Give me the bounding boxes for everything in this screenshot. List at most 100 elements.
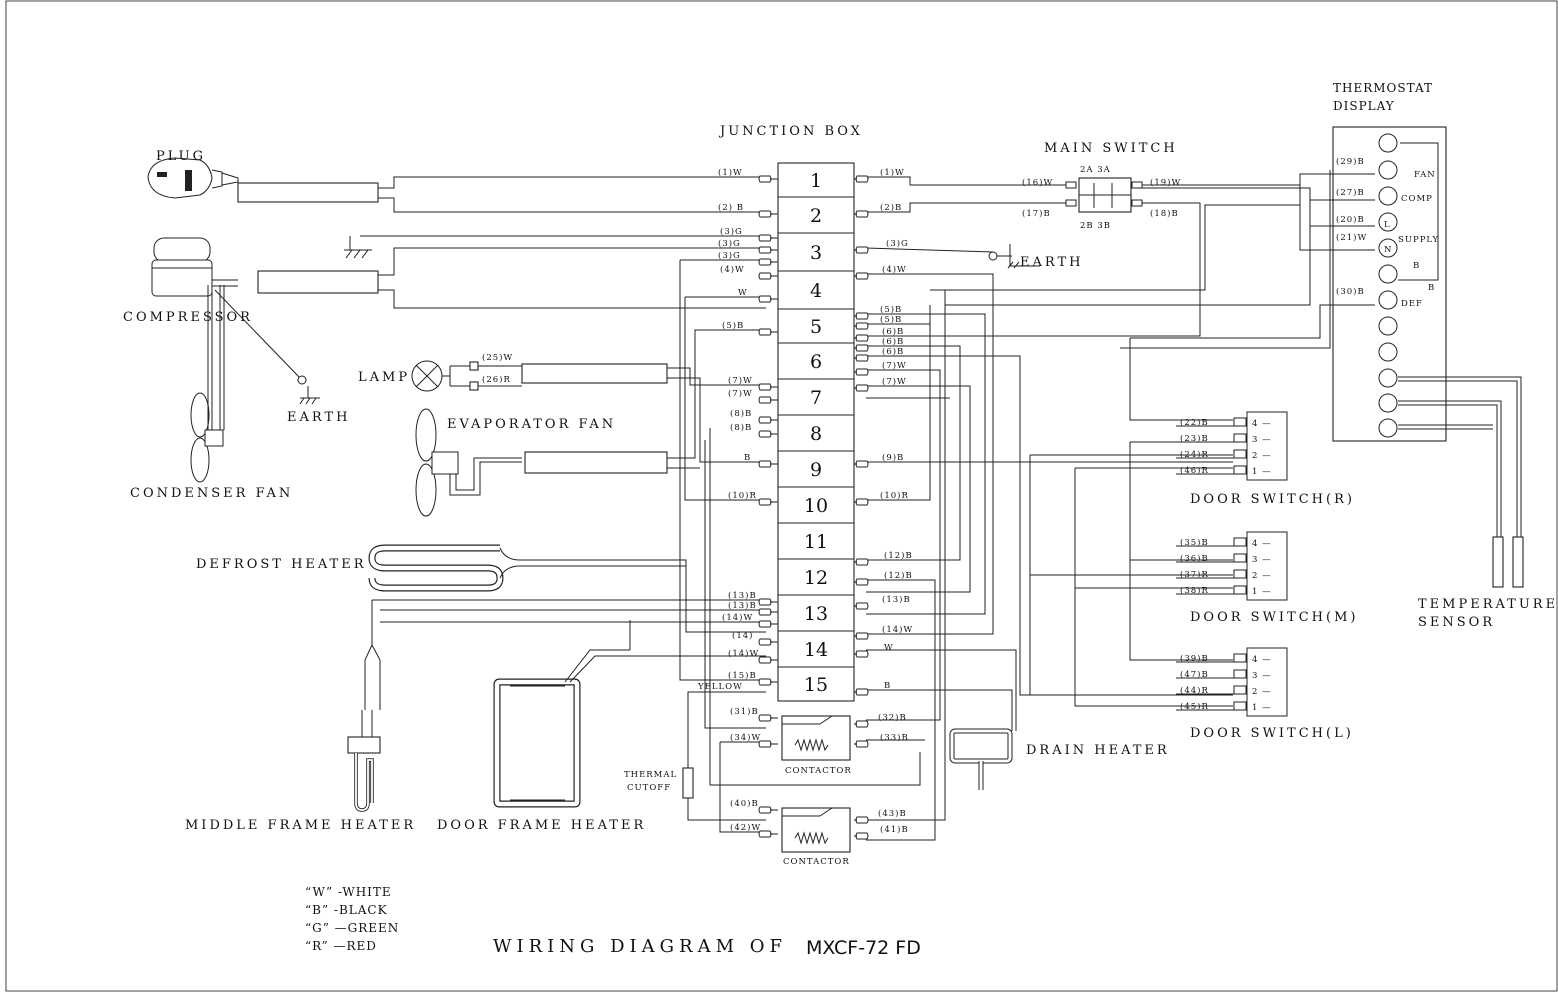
- right-wire-label: (43)B: [878, 808, 907, 819]
- wire-connector: [758, 210, 778, 218]
- right-wire-label: (6)B: [882, 346, 904, 357]
- wire-connector: [854, 322, 869, 330]
- wire-connector: [758, 396, 778, 404]
- wire-connector: [758, 678, 778, 686]
- diagram-model: MXCF-72 FD: [806, 937, 921, 959]
- middle-frame-heater-label: MIDDLE FRAME HEATER: [185, 818, 416, 833]
- door-switch-pin: 4 —: [1252, 655, 1272, 665]
- wire-connector: [854, 688, 869, 696]
- wire-connector: [854, 816, 869, 824]
- thermostat-wire-label: (30)B: [1336, 286, 1365, 297]
- door-switch-pin: 3 —: [1252, 671, 1272, 681]
- condenser-fan: CONDENSER FAN: [130, 285, 293, 501]
- earth-right: EARTH: [988, 244, 1080, 270]
- wire-connector: [854, 498, 869, 506]
- ground-symbol: [344, 236, 372, 259]
- wire-connector: [758, 430, 778, 438]
- left-wire-label: (3)G: [718, 238, 741, 249]
- thermostat-terminal: [1378, 393, 1398, 413]
- junction-box-label: JUNCTION BOX: [718, 124, 863, 139]
- door-switch-wire-label: (39)B: [1180, 653, 1209, 664]
- compressor-label: COMPRESSOR: [123, 310, 253, 325]
- door-frame-heater-label: DOOR FRAME HEATER: [437, 818, 646, 833]
- diagram-title: WIRING DIAGRAM OF: [493, 936, 787, 957]
- terminal-4: 4: [810, 280, 822, 302]
- wire-connector: [854, 740, 869, 748]
- left-wire-label: (3)G: [718, 250, 741, 261]
- thermostat-terminal: [1378, 186, 1398, 206]
- wire-connector: [758, 383, 778, 391]
- thermo-pin-n: N: [1384, 245, 1392, 255]
- right-wire-label: (3)G: [886, 238, 909, 249]
- legend-green: “G” —GREEN: [305, 921, 399, 935]
- temperature-sensor-label-2: SENSOR: [1418, 615, 1495, 630]
- wire-connector: [758, 272, 778, 280]
- left-wire-label: (5)B: [722, 320, 744, 331]
- left-wire-label: (40)B: [730, 798, 759, 809]
- left-wire-label: (42)W: [730, 822, 761, 833]
- wire-connector: [758, 638, 778, 646]
- thermo-pin-l: L: [1384, 220, 1391, 230]
- left-wire-label: (8)B: [730, 408, 752, 419]
- wire-connector: [854, 368, 869, 376]
- terminal-8: 8: [810, 423, 822, 445]
- left-wire-label: (3)G: [720, 226, 743, 237]
- door-switch-pin: 3 —: [1252, 435, 1272, 445]
- wire-connector: [758, 608, 778, 616]
- wire-connector: [854, 650, 869, 658]
- thermostat-wire-label: (27)B: [1336, 187, 1365, 198]
- wire-connector: [854, 210, 869, 218]
- wire-connector: [758, 246, 778, 254]
- main-switch-wire-label: (18)B: [1150, 208, 1179, 219]
- thermo-pin-def: DEF: [1401, 299, 1423, 309]
- wire-connector: [758, 740, 778, 748]
- door-switch-pin: 2 —: [1252, 571, 1272, 581]
- condenser-fan-label: CONDENSER FAN: [130, 486, 293, 501]
- thermostat-terminal: [1378, 342, 1398, 362]
- door-switch-l-label: DOOR SWITCH(L): [1190, 726, 1354, 741]
- terminal-6: 6: [810, 351, 822, 373]
- wire-connector: [758, 620, 778, 628]
- terminal-13: 13: [804, 603, 828, 625]
- thermal-cutoff-label-2: CUTOFF: [627, 783, 671, 793]
- left-wire-label: (7)W: [728, 388, 753, 399]
- wire-connector: [854, 578, 869, 586]
- wire-connector: [854, 334, 869, 342]
- right-wire-label: (32)B: [878, 712, 907, 723]
- thermostat-wire-label: (21)W: [1336, 232, 1367, 243]
- thermostat-terminal: [1378, 133, 1398, 153]
- right-wire-label: (4)W: [882, 264, 907, 275]
- door-switch-pin: 1 —: [1252, 587, 1272, 597]
- right-wire-label: (6)B: [882, 336, 904, 347]
- lamp-label: LAMP: [358, 370, 410, 385]
- thermostat-terminal: [1378, 368, 1398, 388]
- right-wire-label: (9)B: [882, 452, 904, 463]
- left-wire-label: (14): [732, 630, 753, 641]
- main-switch-wire-label: (16)W: [1022, 177, 1053, 188]
- legend-red: “R” —RED: [305, 939, 377, 953]
- door-frame-heater: DOOR FRAME HEATER: [437, 649, 646, 833]
- wire-connector: [758, 234, 778, 242]
- thermal-cutoff-label-1: THERMAL: [624, 770, 677, 780]
- legend-white: “W” -WHITE: [305, 885, 392, 899]
- right-wire-label: (41)B: [880, 824, 909, 835]
- thermostat-wire-label: (20)B: [1336, 214, 1365, 225]
- thermostat-terminal: [1378, 212, 1398, 232]
- left-wire-label: (14)W: [722, 612, 753, 623]
- right-wire-label: (10)R: [880, 490, 909, 501]
- evaporator-fan: EVAPORATOR FAN: [415, 408, 668, 517]
- wire-connector: [854, 460, 869, 468]
- right-wire-label: B: [884, 681, 891, 691]
- terminal-14: 14: [804, 639, 828, 661]
- evaporator-fan-label: EVAPORATOR FAN: [447, 417, 616, 432]
- wire-connector: [758, 498, 778, 506]
- door-switch-pin: 1 —: [1252, 467, 1272, 477]
- door-switch-pin: 3 —: [1252, 555, 1272, 565]
- wire-connector: [758, 460, 778, 468]
- wire-connector: [854, 384, 869, 392]
- terminal-3: 3: [810, 242, 822, 264]
- temperature-sensor-label-1: TEMPERATURE: [1418, 597, 1558, 612]
- door-switch-m-label: DOOR SWITCH(M): [1190, 610, 1358, 625]
- main-switch-wire-label: (19)W: [1150, 177, 1181, 188]
- left-wire-label: (26)R: [482, 374, 511, 385]
